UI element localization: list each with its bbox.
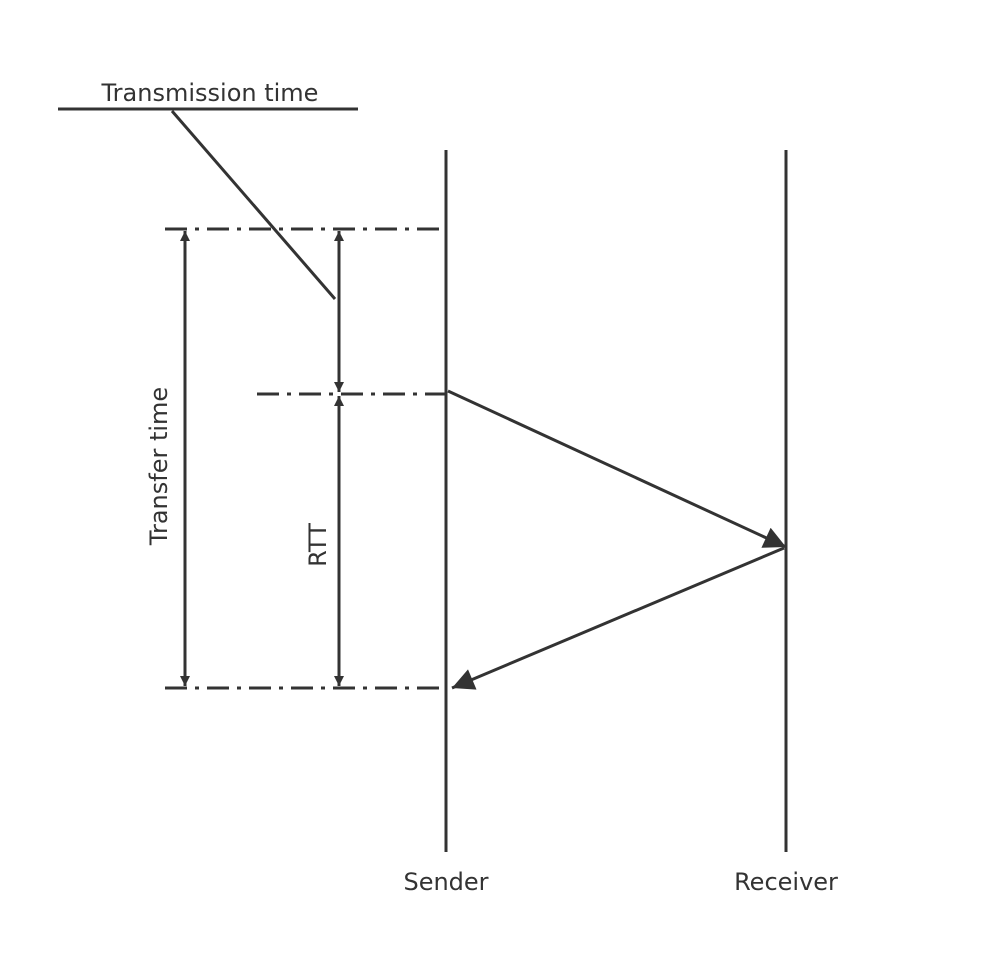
ack-arrow [451,546,785,690]
data-packet-arrow [447,389,787,549]
receiver-label: Receiver [734,868,838,896]
rtt-label: RTT [304,523,332,567]
sender-label: Sender [403,868,488,896]
transmission-time-label: Transmission time [101,79,319,107]
transfer-time-label: Transfer time [145,387,173,546]
transmission-time-leader-line [170,110,337,300]
